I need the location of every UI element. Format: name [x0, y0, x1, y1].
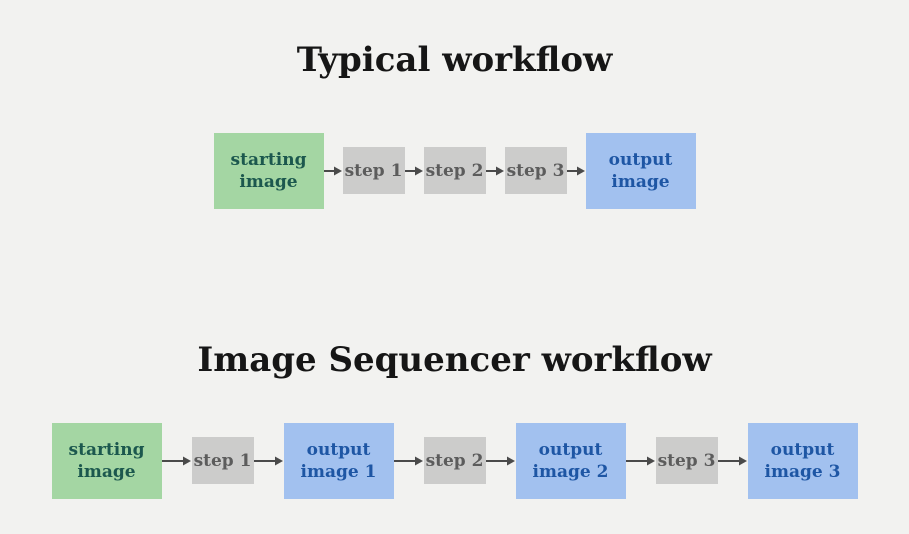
- node-output-image-2: output image 2: [515, 422, 626, 499]
- arrow-right-icon: [625, 456, 655, 466]
- node-output-image-3: output image 3: [747, 422, 858, 499]
- node-starting-image: starting image: [51, 422, 162, 499]
- typical-workflow-row: starting image step 1 step 2 step 3 outp…: [0, 132, 909, 209]
- node-step-1: step 1: [191, 437, 254, 485]
- arrow-right-icon: [323, 166, 342, 176]
- arrow-right-icon: [485, 166, 504, 176]
- node-step-3: step 3: [655, 437, 718, 485]
- arrow-right-icon: [404, 166, 423, 176]
- node-output-image: output image: [585, 132, 696, 209]
- arrow-right-icon: [161, 456, 191, 466]
- arrow-right-icon: [566, 166, 585, 176]
- arrow-right-icon: [485, 456, 515, 466]
- node-step-1: step 1: [342, 147, 405, 195]
- image-sequencer-workflow-row: starting image step 1 output image 1 ste…: [0, 422, 909, 499]
- node-step-3: step 3: [504, 147, 567, 195]
- node-step-2: step 2: [423, 437, 486, 485]
- node-step-2: step 2: [423, 147, 486, 195]
- node-output-image-1: output image 1: [283, 422, 394, 499]
- arrow-right-icon: [717, 456, 747, 466]
- arrow-right-icon: [253, 456, 283, 466]
- image-sequencer-workflow-title: Image Sequencer workflow: [197, 339, 712, 380]
- node-starting-image: starting image: [213, 132, 324, 209]
- arrow-right-icon: [393, 456, 423, 466]
- typical-workflow-title: Typical workflow: [296, 40, 613, 80]
